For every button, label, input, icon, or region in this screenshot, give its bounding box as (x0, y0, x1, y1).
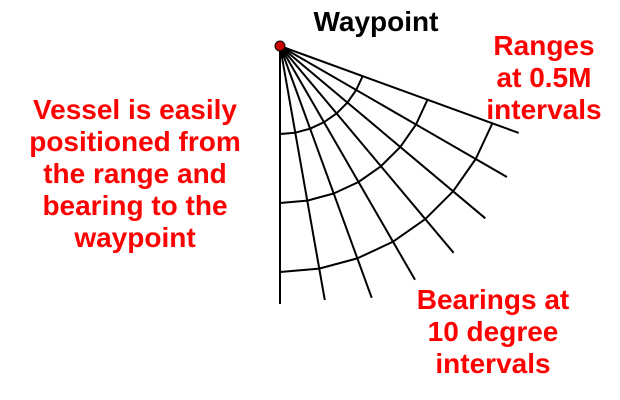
bearing-line (279, 45, 326, 301)
range-ring (279, 99, 429, 204)
bearings-note-line: 10 degree (427, 316, 559, 347)
bearings-note-line: Bearings at (416, 284, 570, 315)
bearing-line (279, 45, 373, 299)
bearings-note: Bearings at 10 degree intervals (388, 284, 598, 380)
waypoint-label: Waypoint (313, 6, 439, 37)
vessel-note-line: Vessel is easily (33, 94, 237, 125)
vessel-note-line: positioned from (29, 126, 241, 157)
bearings-note-line: intervals (435, 348, 551, 379)
ranges-note-line: intervals (486, 94, 602, 125)
range-ring (279, 75, 364, 135)
ranges-note: Ranges at 0.5M intervals (468, 30, 620, 126)
bearing-line (279, 45, 520, 134)
vessel-note-line: waypoint (74, 222, 196, 253)
ranges-note-line: Ranges (493, 30, 595, 61)
ranges-note-line: at 0.5M (496, 62, 592, 93)
waypoint-dot (274, 40, 286, 52)
vessel-positioning-note: Vessel is easily positioned from the ran… (0, 94, 270, 254)
bearing-line (279, 45, 508, 178)
vessel-note-line: the range and (43, 158, 227, 189)
vessel-note-line: bearing to the (42, 190, 228, 221)
bearing-line (279, 45, 486, 220)
range-ring (279, 122, 494, 273)
